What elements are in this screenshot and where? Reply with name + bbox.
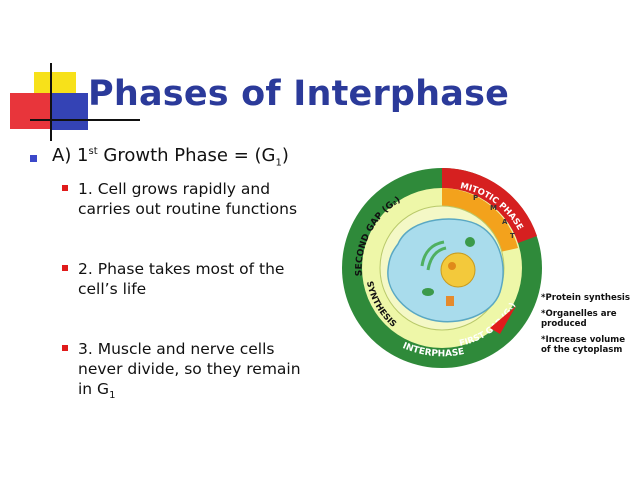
nucleolus: [448, 262, 456, 270]
note-line: *Protein synthesis: [541, 293, 630, 303]
main-bullet-prefix: A) 1: [52, 145, 89, 166]
deco-red-square: [10, 93, 50, 129]
note-protein-synthesis: *Protein synthesis: [541, 293, 630, 303]
label-mitosis-m: M: [490, 204, 497, 212]
sub-bullet-1-line-1: 1. Cell grows rapidly and: [78, 180, 271, 198]
nucleus: [440, 252, 476, 288]
cycle-arrow: [490, 306, 516, 334]
cell-cycle-diagram: SECOND GAP (G₂) MITOTIC PHASE SYNTHESIS …: [342, 167, 542, 368]
label-mitosis-a: A: [502, 218, 508, 226]
note-line: produced: [541, 319, 587, 329]
label-mitosis-t: T: [510, 232, 515, 240]
bullet-marker: [30, 155, 37, 162]
note-line: *Increase volume: [541, 335, 626, 345]
deco-horizontal-line: [30, 119, 140, 121]
sub-bullet-3: 3. Muscle and nerve cells never divide, …: [78, 339, 323, 406]
sub-bullet-1: 1. Cell grows rapidly and carries out ro…: [78, 179, 323, 219]
slide-title: Phases of Interphase: [88, 74, 510, 114]
mitochondrion: [465, 237, 475, 247]
sub-bullet-2-line-2: cell’s life: [78, 280, 147, 298]
main-bullet-sup: st: [88, 146, 98, 157]
main-bullet-suffix: ): [281, 145, 289, 166]
sub-bullet-3-line-2: never divide, so they remain: [78, 360, 301, 378]
golgi-apparatus: [420, 240, 445, 267]
note-organelles: *Organelles are produced: [541, 309, 617, 329]
golgi-apparatus: [426, 246, 447, 271]
sub-bullet-marker: [62, 265, 68, 271]
sub-bullet-3-line-3-sub: 1: [109, 390, 116, 402]
centriole: [446, 296, 454, 306]
mitochondrion: [422, 288, 434, 296]
deco-vertical-line: [50, 63, 52, 141]
main-bullet: A) 1st Growth Phase = (G1): [52, 145, 289, 169]
main-bullet-sub: 1: [275, 157, 282, 169]
sub-bullet-3-line-3: in G1: [78, 379, 323, 406]
sub-bullet-1-line-2: carries out routine functions: [78, 200, 298, 218]
sub-bullet-marker: [62, 185, 68, 191]
sub-bullet-2: 2. Phase takes most of the cell’s life: [78, 259, 323, 299]
sub-bullet-3-line-1: 3. Muscle and nerve cells: [78, 340, 275, 358]
label-mitosis-p: P: [473, 194, 478, 202]
note-line: *Organelles are: [541, 309, 617, 319]
sub-bullet-2-line-1: 2. Phase takes most of the: [78, 260, 285, 278]
note-cytoplasm-volume: *Increase volume of the cytoplasm: [541, 335, 625, 355]
sub-bullet-3-line-3-text: in G: [78, 380, 110, 398]
deco-blue-square: [50, 93, 88, 130]
main-bullet-middle: Growth Phase = (G: [97, 145, 276, 166]
sub-bullet-marker: [62, 345, 68, 351]
note-line: of the cytoplasm: [541, 345, 623, 355]
